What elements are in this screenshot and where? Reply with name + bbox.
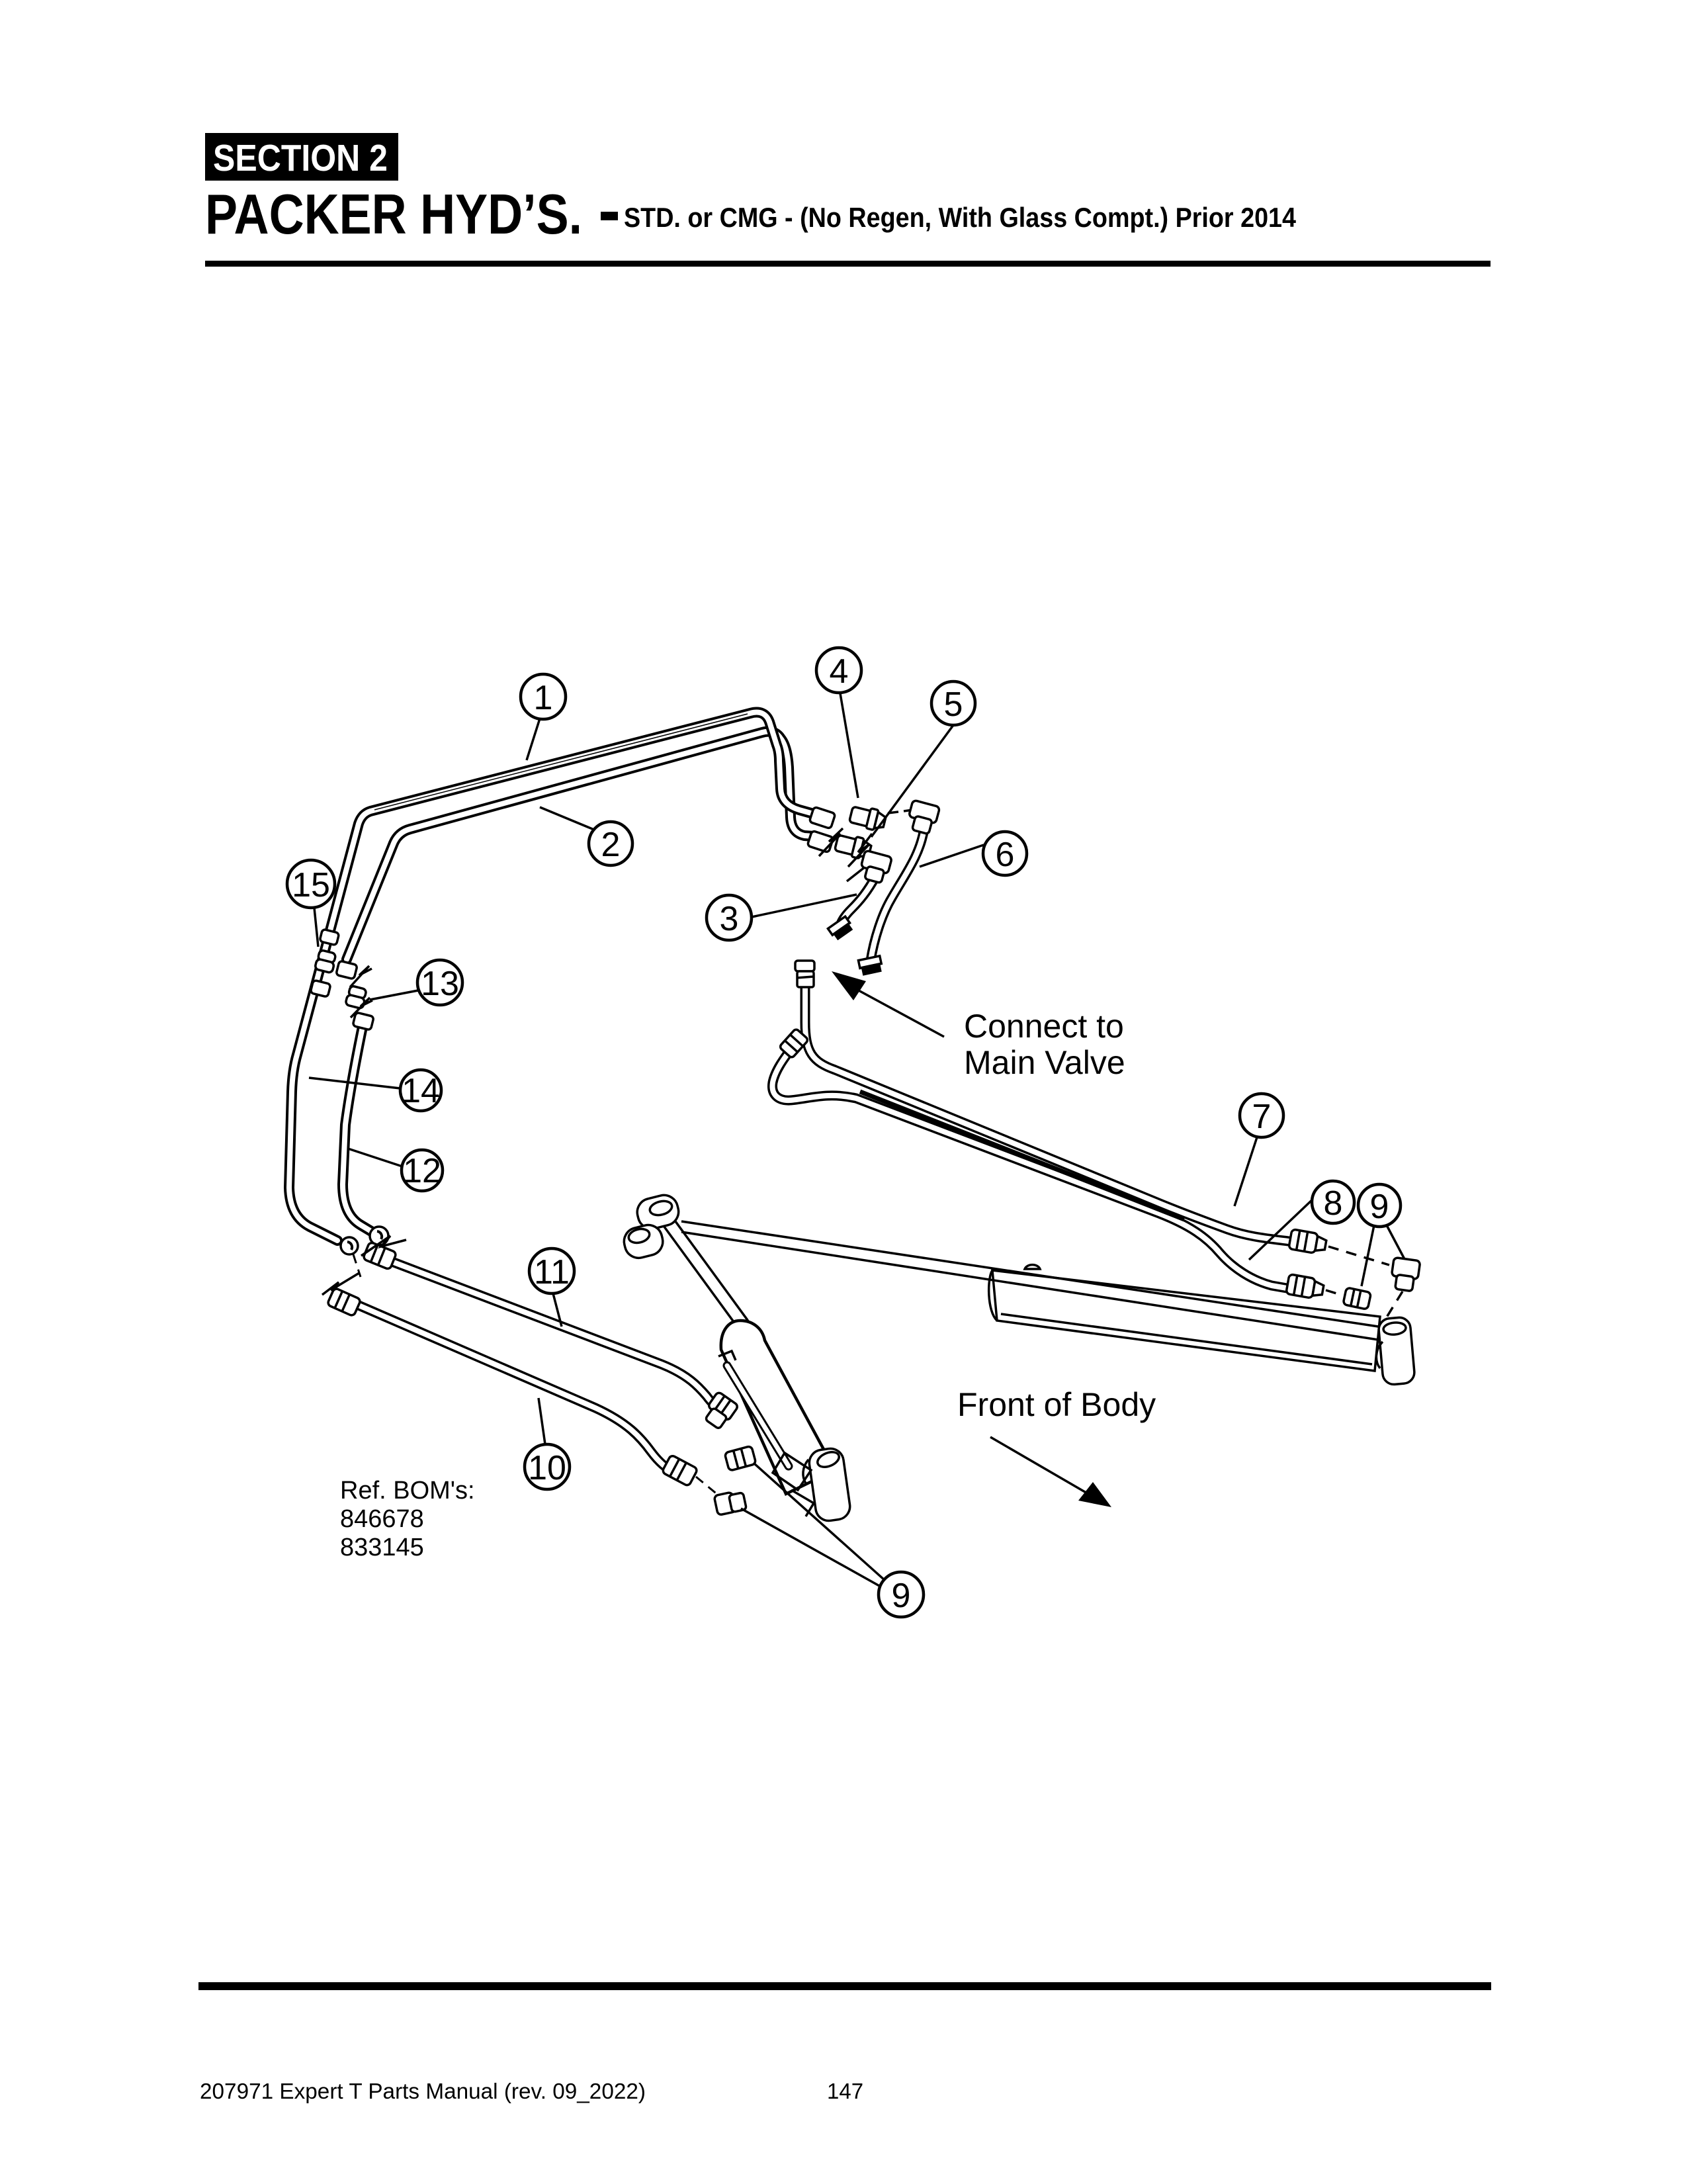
svg-text:1: 1 (534, 679, 553, 717)
svg-text:6: 6 (996, 836, 1015, 874)
svg-text:Connect to: Connect to (964, 1008, 1124, 1045)
svg-text:9: 9 (1370, 1188, 1389, 1226)
svg-text:PACKER HYD’S.: PACKER HYD’S. (205, 183, 582, 246)
svg-text:Front of Body: Front of Body (957, 1386, 1156, 1423)
svg-text:14: 14 (402, 1072, 440, 1110)
svg-text:2: 2 (601, 826, 621, 864)
svg-text:Main Valve: Main Valve (964, 1044, 1125, 1081)
svg-text:STD. or CMG - (No Regen, With: STD. or CMG - (No Regen, With Glass Comp… (624, 202, 1297, 233)
svg-text:846678: 846678 (340, 1505, 424, 1533)
svg-text:SECTION 2: SECTION 2 (213, 137, 388, 179)
svg-text:4: 4 (830, 652, 849, 691)
svg-text:8: 8 (1324, 1184, 1343, 1223)
svg-text:12: 12 (403, 1152, 441, 1190)
svg-text:207971 Expert T Parts Manual (: 207971 Expert T Parts Manual (rev. 09_20… (200, 2079, 646, 2103)
svg-text:5: 5 (944, 685, 963, 724)
svg-text:147: 147 (827, 2079, 863, 2103)
svg-text:3: 3 (720, 900, 739, 938)
svg-text:13: 13 (421, 965, 459, 1003)
svg-text:10: 10 (528, 1449, 566, 1487)
svg-text:Ref. BOM's:: Ref. BOM's: (340, 1477, 475, 1505)
svg-text:11: 11 (534, 1253, 570, 1291)
svg-text:15: 15 (292, 866, 330, 904)
svg-text:7: 7 (1252, 1098, 1272, 1136)
svg-text:9: 9 (892, 1577, 911, 1615)
svg-text:833145: 833145 (340, 1534, 424, 1561)
